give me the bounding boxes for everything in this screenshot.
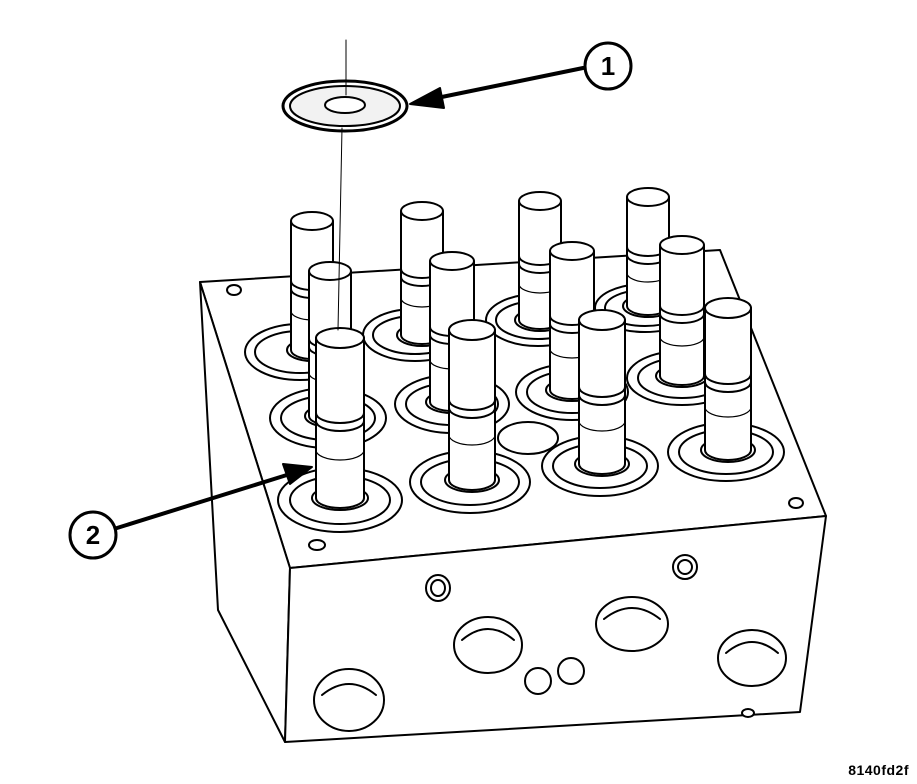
install-guide-line [337, 127, 343, 331]
port-large [595, 596, 669, 652]
spool-groove [659, 336, 705, 347]
port-large-inner [603, 607, 661, 620]
top-hole [226, 284, 242, 296]
top-hole [308, 539, 326, 551]
spool-cap [290, 211, 334, 231]
callout-circle-1 [583, 41, 633, 91]
port-small [677, 559, 693, 575]
spool-cap [704, 297, 752, 319]
front-ports [313, 554, 787, 732]
port-large [313, 668, 385, 732]
callout-label-2: 2 [86, 520, 100, 550]
port-large-inner [461, 628, 515, 641]
spool-valve [444, 319, 500, 493]
spool-cap [429, 251, 475, 271]
empty-bore [497, 421, 559, 455]
spool-groove [659, 305, 705, 316]
spool-groove [704, 373, 752, 385]
spool-cap [400, 201, 444, 221]
spool-cap [549, 241, 595, 261]
callout-circle-2 [68, 510, 118, 560]
spool-cap [315, 327, 365, 349]
spool-groove [448, 434, 496, 446]
port-large-inner [725, 641, 779, 654]
callout-arrow-1 [409, 66, 585, 109]
spool-valves [286, 187, 756, 511]
spool-groove [659, 313, 705, 324]
port-medium [557, 657, 585, 685]
spool-groove [448, 407, 496, 419]
spool-cap [518, 191, 562, 211]
callout-label-1: 1 [601, 51, 615, 81]
spool-valve [574, 309, 630, 477]
bolt-hole [741, 708, 755, 718]
spool-cap [578, 309, 626, 331]
port-medium [524, 667, 552, 695]
spool-cap [308, 261, 352, 281]
port-large [453, 616, 523, 674]
spool-groove [578, 420, 626, 432]
figure-code: 8140fd2f [848, 762, 909, 778]
spool-groove [315, 420, 365, 432]
spool-valve [311, 327, 369, 511]
spool-groove [448, 399, 496, 411]
spool-valve [700, 297, 756, 463]
seal-ring-hole [324, 96, 366, 114]
top-hole [788, 497, 804, 509]
spool-groove [704, 406, 752, 418]
callout-arrow-2 [115, 463, 313, 530]
spool-groove [315, 449, 365, 461]
port-large-inner [321, 683, 377, 696]
spool-groove [578, 386, 626, 398]
spool-cap [659, 235, 705, 255]
port-large [717, 629, 787, 687]
spool-valve [655, 235, 709, 388]
spool-cap [448, 319, 496, 341]
port-small [430, 579, 446, 597]
spool-groove [578, 394, 626, 406]
spool-groove [704, 381, 752, 393]
spool-groove [315, 412, 365, 424]
seal-ring [281, 79, 409, 133]
spool-cap [626, 187, 670, 207]
